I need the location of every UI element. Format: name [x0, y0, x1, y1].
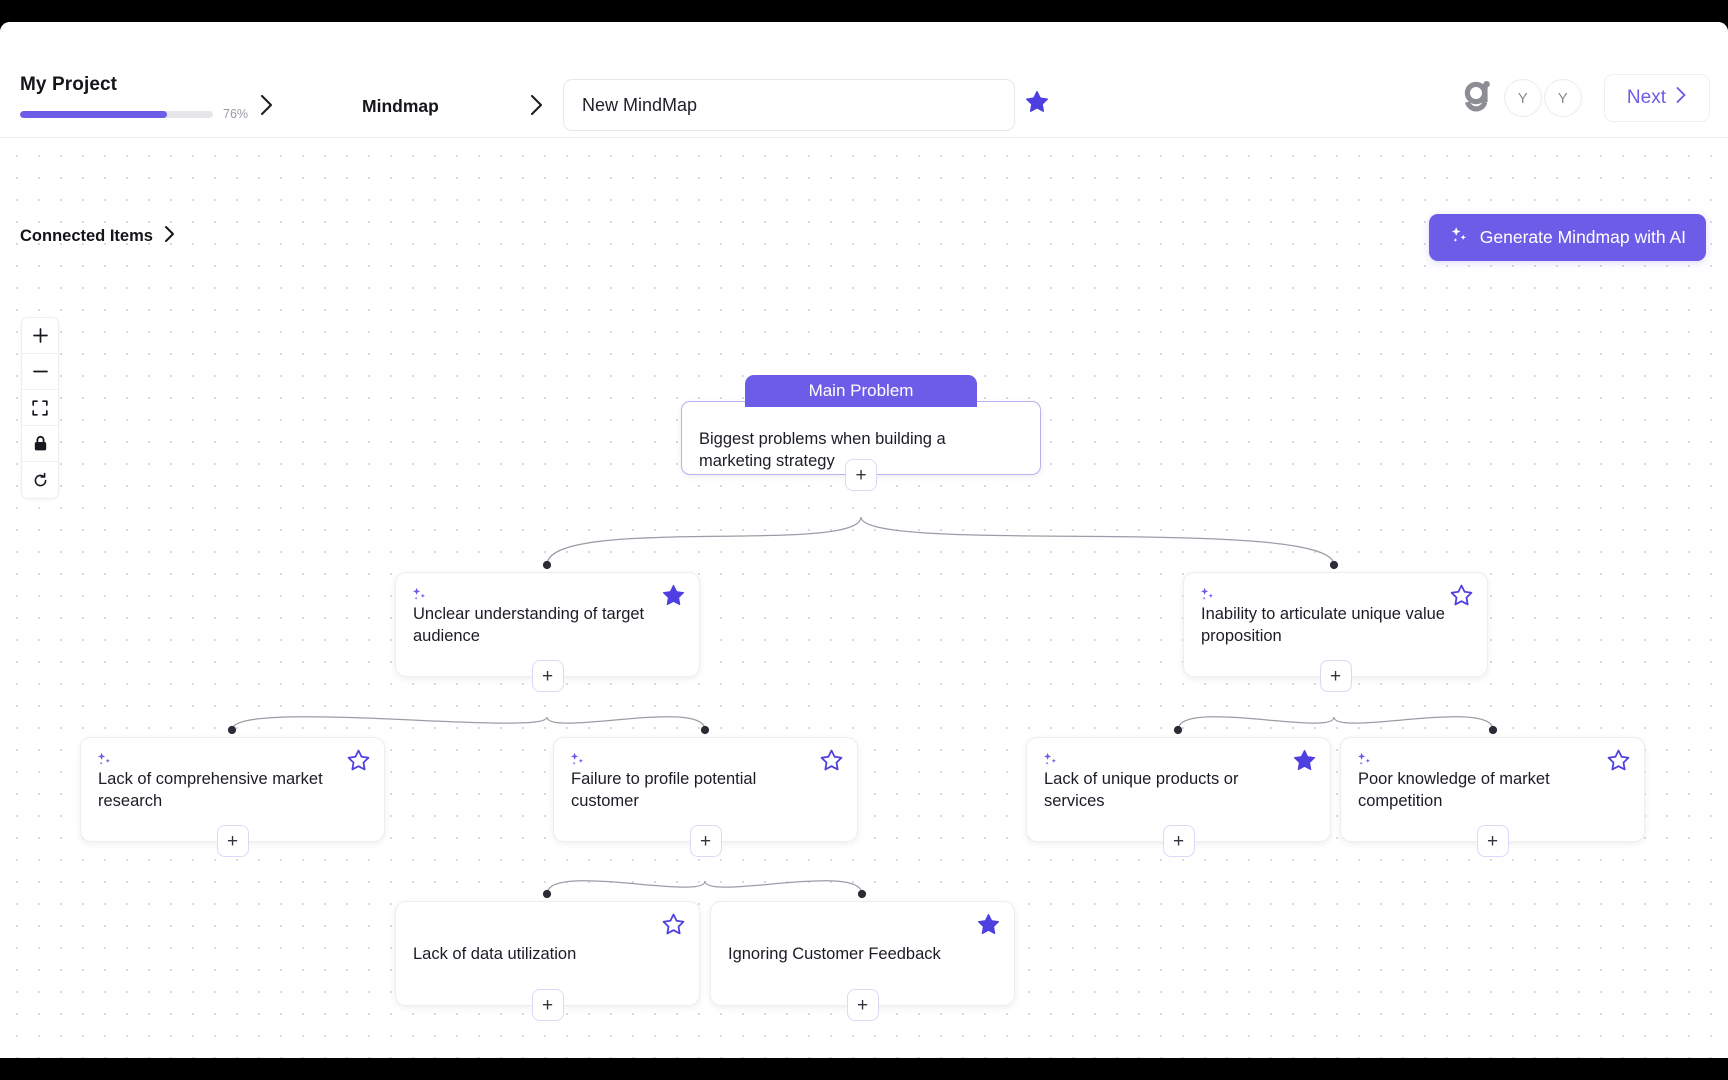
mindmap-node[interactable]: Lack of comprehensive market research + — [80, 737, 385, 857]
node-text: Biggest problems when building a marketi… — [699, 430, 946, 471]
next-button-label: Next — [1626, 87, 1666, 108]
generate-button-label: Generate Mindmap with AI — [1479, 227, 1686, 247]
add-child-node-button[interactable]: + — [531, 660, 564, 692]
favorite-star-icon[interactable] — [1292, 748, 1317, 778]
connected-items-toggle[interactable]: Connected Items — [20, 224, 176, 249]
mindmap-node[interactable]: Lack of unique products or services + — [1026, 737, 1331, 857]
add-child-node-button[interactable]: + — [531, 989, 564, 1021]
sparkles-icon — [1449, 225, 1469, 250]
breadcrumb-chevron-right-icon — [258, 92, 276, 118]
add-child-node-button[interactable]: + — [1319, 660, 1352, 692]
project-progress-block: My Project 76% — [20, 74, 250, 121]
progress-percent-label: 76% — [223, 107, 249, 121]
mindmap-node[interactable]: Poor knowledge of market competition + — [1340, 737, 1645, 857]
node-text: Lack of data utilization — [413, 944, 577, 963]
favorite-star-icon[interactable] — [1024, 89, 1050, 120]
chevron-right-icon — [163, 224, 176, 249]
progress-bar-track — [20, 110, 213, 118]
favorite-star-icon[interactable] — [976, 912, 1001, 942]
favorite-star-icon[interactable] — [661, 583, 686, 613]
sparkles-icon[interactable] — [411, 586, 428, 608]
generate-mindmap-ai-button[interactable]: Generate Mindmap with AI — [1428, 214, 1706, 261]
breadcrumb-mindmap[interactable]: Mindmap — [362, 96, 439, 116]
zoom-out-icon[interactable] — [22, 354, 58, 390]
node-text: Failure to profile potential customer — [571, 769, 757, 810]
mindmap-node[interactable]: Inability to articulate unique value pro… — [1183, 572, 1488, 692]
sparkles-icon[interactable] — [1042, 751, 1059, 773]
add-child-node-button[interactable]: + — [216, 825, 249, 857]
connected-items-label: Connected Items — [20, 227, 153, 245]
add-child-node-button[interactable]: + — [845, 459, 877, 491]
canvas-toolbar — [21, 317, 59, 499]
zoom-in-icon[interactable] — [22, 318, 58, 354]
fit-screen-icon[interactable] — [22, 390, 58, 426]
node-text: Lack of comprehensive market research — [98, 769, 323, 810]
favorite-star-icon[interactable] — [661, 912, 686, 942]
mindmap-canvas[interactable]: Connected Items Generate Mindmap with AI — [0, 139, 1728, 1058]
g-logo-icon — [1458, 78, 1498, 118]
add-child-node-button[interactable]: + — [1162, 825, 1195, 857]
mindmap-node[interactable]: Failure to profile potential customer + — [553, 737, 858, 857]
favorite-star-icon[interactable] — [346, 748, 371, 778]
mindmap-node[interactable]: Ignoring Customer Feedback + — [710, 901, 1015, 1021]
breadcrumb-chevron-right-icon-2 — [528, 92, 546, 118]
favorite-star-icon[interactable] — [819, 748, 844, 778]
node-text: Poor knowledge of market competition — [1358, 769, 1550, 810]
favorite-star-icon[interactable] — [1449, 583, 1474, 613]
add-child-node-button[interactable]: + — [689, 825, 722, 857]
app-header: My Project 76% Mindmap — [0, 22, 1728, 138]
add-child-node-button[interactable]: + — [1476, 825, 1509, 857]
node-text: Lack of unique products or services — [1044, 769, 1239, 810]
node-text: Ignoring Customer Feedback — [728, 944, 941, 963]
project-progress-row: 76% — [20, 107, 250, 121]
sparkles-icon[interactable] — [96, 751, 113, 773]
add-child-node-button[interactable]: + — [846, 989, 879, 1021]
sparkles-icon[interactable] — [1199, 586, 1216, 608]
root-node-tab-label: Main Problem — [745, 375, 977, 407]
next-button[interactable]: Next — [1603, 74, 1710, 122]
lock-icon[interactable] — [22, 426, 58, 462]
mindmap-node[interactable]: Unclear understanding of target audience… — [395, 572, 700, 692]
mindmap-node[interactable]: Lack of data utilization + — [395, 901, 700, 1021]
sparkles-icon[interactable] — [569, 751, 586, 773]
project-name: My Project — [20, 74, 118, 95]
node-text: Inability to articulate unique value pro… — [1201, 604, 1445, 645]
favorite-star-icon[interactable] — [1606, 748, 1631, 778]
progress-bar-fill — [20, 110, 167, 118]
app-window: My Project 76% Mindmap — [0, 22, 1728, 1058]
header-right-cluster: Y Y Next — [1458, 74, 1710, 122]
sparkles-icon[interactable] — [1356, 751, 1373, 773]
avatar[interactable]: Y — [1543, 79, 1582, 117]
chevron-right-icon — [1675, 86, 1687, 110]
avatar[interactable]: Y — [1503, 79, 1542, 117]
mindmap-title-input[interactable] — [563, 79, 1015, 131]
reset-icon[interactable] — [22, 462, 58, 498]
node-text: Unclear understanding of target audience — [413, 604, 645, 645]
